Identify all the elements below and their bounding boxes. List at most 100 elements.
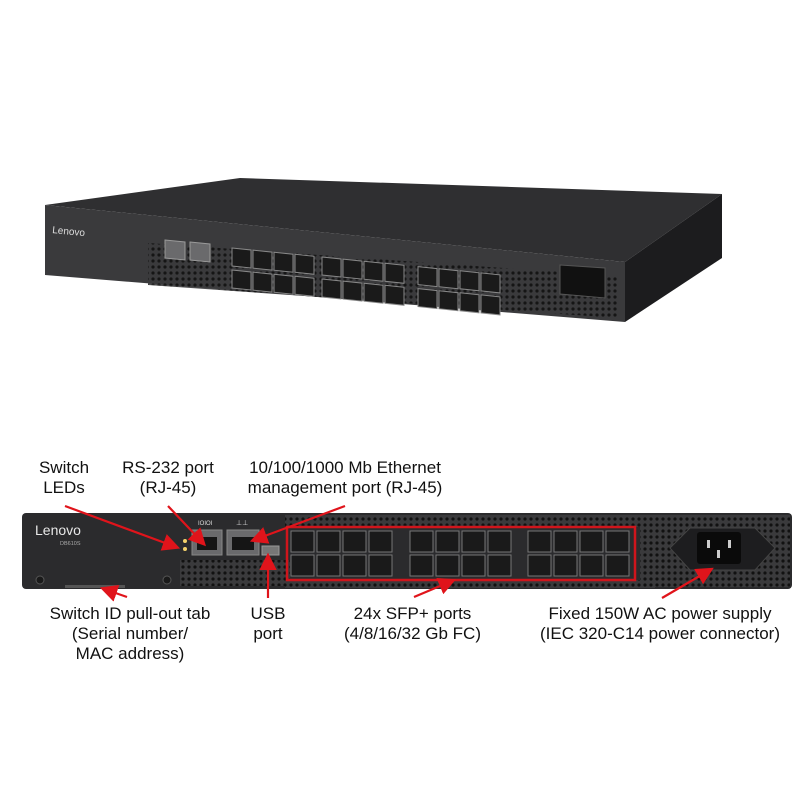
sfp-port[interactable] — [553, 530, 578, 553]
rj45-port-iso — [189, 241, 211, 263]
sfp-port-iso — [363, 282, 384, 304]
pull-out-tab[interactable] — [65, 585, 125, 588]
arrow-ethernet — [249, 504, 346, 544]
sfp-port-iso — [273, 251, 294, 273]
sfp-port-iso — [417, 266, 438, 288]
sfp-highlight-box — [285, 525, 637, 582]
callout-line: port — [253, 624, 283, 643]
led-power — [183, 547, 187, 551]
sfp-port-iso — [252, 271, 273, 293]
power-pin — [717, 550, 720, 558]
sfp-port[interactable] — [487, 554, 512, 577]
arrow-switch-leds — [64, 504, 181, 551]
callout-line: Switch ID pull-out tab — [49, 604, 211, 623]
callout-line: RS-232 port — [122, 458, 214, 477]
sfp-port[interactable] — [527, 554, 552, 577]
callout-line: USB — [250, 604, 286, 623]
sfp-port-iso — [342, 258, 363, 280]
power-pin — [707, 540, 710, 548]
sfp-port-iso — [384, 262, 405, 284]
sfp-port-iso — [321, 256, 342, 278]
sfp-port[interactable] — [316, 554, 341, 577]
callout-power: Fixed 150W AC power supply (IEC 320-C14 … — [525, 604, 795, 644]
callout-ethernet: 10/100/1000 Mb Ethernet management port … — [230, 458, 460, 498]
sfp-port-iso — [438, 290, 459, 312]
callout-line: management port (RJ-45) — [247, 478, 443, 497]
screw — [35, 575, 45, 585]
callout-line: Fixed 150W AC power supply — [548, 604, 772, 623]
sfp-port[interactable] — [579, 530, 604, 553]
sfp-port[interactable] — [487, 530, 512, 553]
sfp-port-iso — [480, 272, 501, 294]
sfp-port[interactable] — [342, 530, 367, 553]
chassis-right-side — [625, 194, 722, 322]
sfp-port[interactable] — [368, 554, 393, 577]
callout-line: 10/100/1000 Mb Ethernet — [249, 458, 441, 477]
power-inlet-top — [559, 264, 606, 299]
callout-pull-tab: Switch ID pull-out tab (Serial number/ M… — [30, 604, 230, 664]
callout-rs232: RS-232 port (RJ-45) — [108, 458, 228, 498]
sfp-port-iso — [363, 260, 384, 282]
callout-line: Switch — [38, 458, 90, 477]
model-label: DB610S — [60, 541, 81, 547]
power-pin — [728, 540, 731, 548]
callout-line: 24x SFP+ ports — [353, 604, 472, 623]
callout-arrows — [64, 504, 714, 602]
callout-line: (Serial number/ — [71, 624, 189, 643]
sfp-ports — [290, 530, 630, 577]
arrow-power — [661, 567, 714, 599]
switch-isometric-view: Lenovo — [45, 178, 722, 322]
callout-line: (IEC 320-C14 power connector) — [539, 624, 780, 643]
sfp-port-iso — [231, 247, 252, 269]
ethernet-port-jack — [232, 537, 254, 550]
sfp-port[interactable] — [579, 554, 604, 577]
sfp-port[interactable] — [368, 530, 393, 553]
sfp-port[interactable] — [461, 530, 486, 553]
sfp-port-iso — [417, 288, 438, 310]
callout-switch-leds: Switch LEDs — [28, 458, 100, 498]
sfp-port-iso — [231, 269, 252, 291]
vent-area-left — [180, 560, 290, 586]
switch-front-panel: Lenovo DB610S IOIOI ⊥⊥ — [22, 513, 792, 589]
sfp-port[interactable] — [435, 554, 460, 577]
sfp-port[interactable] — [290, 530, 315, 553]
sfp-port[interactable] — [435, 530, 460, 553]
network-icon: ⊥⊥ — [236, 520, 248, 527]
sfp-port-iso — [438, 268, 459, 290]
arrow-rs232 — [167, 505, 207, 547]
sfp-port[interactable] — [316, 530, 341, 553]
sfp-port[interactable] — [605, 554, 630, 577]
power-connector[interactable] — [697, 532, 741, 564]
sfp-port-iso — [459, 270, 480, 292]
sfp-port[interactable] — [342, 554, 367, 577]
sfp-port-iso — [294, 275, 315, 297]
sfp-port[interactable] — [409, 530, 434, 553]
rj45-port-iso — [164, 239, 186, 261]
callout-line: LEDs — [43, 478, 85, 497]
sfp-port[interactable] — [409, 554, 434, 577]
serial-port-indicator: IOIOI — [198, 521, 213, 527]
sfp-port-iso — [321, 278, 342, 300]
sfp-port-iso — [273, 273, 294, 295]
sfp-port[interactable] — [553, 554, 578, 577]
sfp-port-iso — [252, 249, 273, 271]
arrow-sfp — [413, 578, 457, 599]
sfp-port-iso — [294, 253, 315, 275]
sfp-port-iso — [384, 284, 405, 306]
chassis-top — [45, 178, 722, 262]
sfp-port[interactable] — [527, 530, 552, 553]
led-status — [183, 539, 187, 543]
callout-sfp: 24x SFP+ ports (4/8/16/32 Gb FC) — [330, 604, 495, 644]
vent-area-top — [285, 515, 655, 527]
brand-logo: Lenovo — [35, 522, 81, 538]
callout-line: MAC address) — [75, 644, 185, 663]
sfp-port-iso — [459, 292, 480, 314]
sfp-port[interactable] — [290, 554, 315, 577]
usb-port[interactable] — [261, 545, 280, 556]
callout-line: (RJ-45) — [139, 478, 197, 497]
vent-area-bottom — [285, 580, 655, 588]
sfp-port[interactable] — [605, 530, 630, 553]
sfp-port[interactable] — [461, 554, 486, 577]
brand-logo-top: Lenovo — [52, 225, 86, 239]
